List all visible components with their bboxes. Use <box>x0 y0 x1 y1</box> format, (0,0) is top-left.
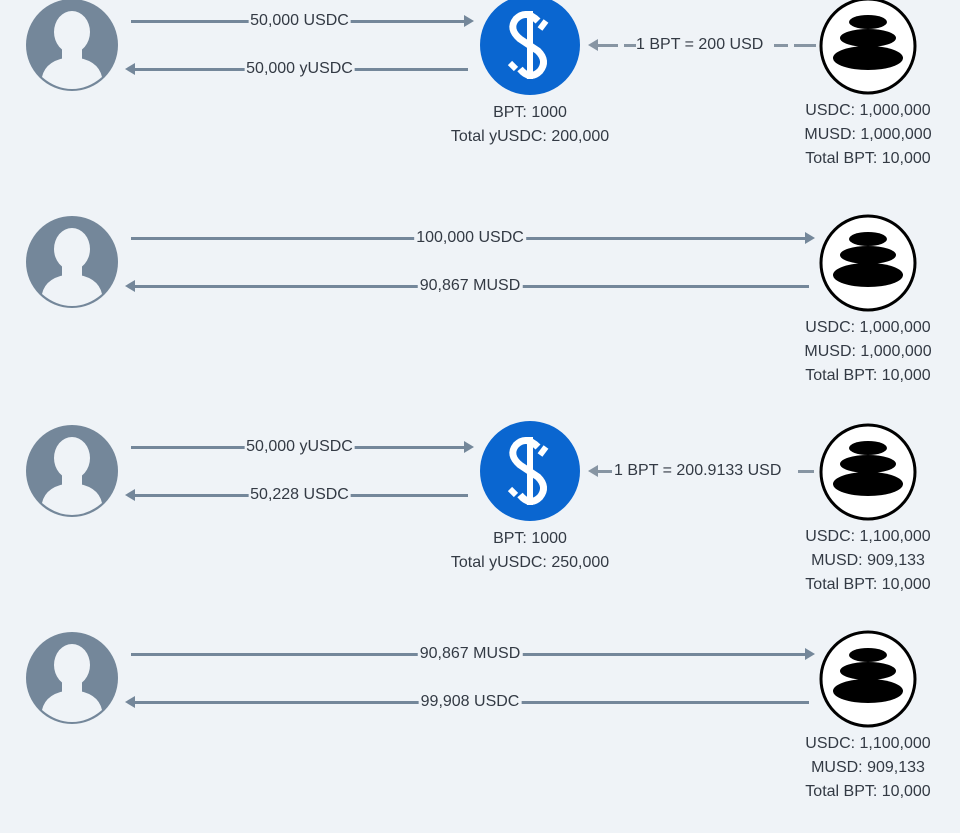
send-amount: 100,000 USDC <box>414 228 526 248</box>
vault-bpt: BPT: 1000 <box>493 104 567 121</box>
pool-usdc: USDC: 1,000,000 <box>805 319 931 336</box>
balancer-logo-icon <box>819 214 917 312</box>
pool-bpt: Total BPT: 10,000 <box>805 367 931 384</box>
receive-arrow: 50,228 USDC <box>125 485 472 505</box>
receive-amount: 90,867 MUSD <box>417 276 523 296</box>
rate-dashed-arrow: 1 BPT = 200.9133 USD <box>588 461 816 481</box>
receive-amount: 99,908 USDC <box>418 692 522 712</box>
rate-label: 1 BPT = 200.9133 USD <box>614 462 782 479</box>
vault-total: Total yUSDC: 200,000 <box>450 128 610 145</box>
pool-usdc: USDC: 1,000,000 <box>805 102 931 119</box>
send-arrow: 100,000 USDC <box>127 228 815 248</box>
balancer-logo-icon <box>819 423 917 521</box>
send-amount: 50,000 USDC <box>248 11 351 31</box>
pool-usdc: USDC: 1,100,000 <box>805 735 931 752</box>
yearn-logo-icon <box>480 0 580 95</box>
send-arrow: 50,000 USDC <box>127 11 474 31</box>
balancer-logo-icon <box>819 630 917 728</box>
user-avatar-icon <box>26 0 118 91</box>
pool-musd: MUSD: 1,000,000 <box>804 126 932 143</box>
rate-label: 1 BPT = 200 USD <box>636 36 764 53</box>
pool-bpt: Total BPT: 10,000 <box>805 150 931 167</box>
pool-musd: MUSD: 1,000,000 <box>804 343 932 360</box>
receive-arrow: 99,908 USDC <box>125 692 813 712</box>
pool-musd: MUSD: 909,133 <box>811 552 925 569</box>
vault-bpt: BPT: 1000 <box>493 530 567 547</box>
vault-total: Total yUSDC: 250,000 <box>450 554 610 571</box>
rate-dashed-arrow: 1 BPT = 200 USD <box>588 35 816 55</box>
pool-bpt: Total BPT: 10,000 <box>805 576 931 593</box>
receive-amount: 50,000 yUSDC <box>244 59 355 79</box>
balancer-logo-icon <box>819 0 917 95</box>
receive-arrow: 50,000 yUSDC <box>125 59 472 79</box>
user-avatar-icon <box>26 632 118 724</box>
pool-usdc: USDC: 1,100,000 <box>805 528 931 545</box>
send-amount: 50,000 yUSDC <box>244 437 355 457</box>
receive-amount: 50,228 USDC <box>248 485 351 505</box>
pool-musd: MUSD: 909,133 <box>811 759 925 776</box>
pool-bpt: Total BPT: 10,000 <box>805 783 931 800</box>
send-arrow: 50,000 yUSDC <box>127 437 474 457</box>
row-swap-usdc-musd: 100,000 USDC 90,867 MUSD USDC: 1,000,000… <box>0 214 960 417</box>
send-amount: 90,867 MUSD <box>417 644 523 664</box>
user-avatar-icon <box>26 425 118 517</box>
yearn-logo-icon <box>480 421 580 521</box>
send-arrow: 90,867 MUSD <box>127 644 815 664</box>
user-avatar-icon <box>26 216 118 308</box>
receive-arrow: 90,867 MUSD <box>125 276 813 296</box>
